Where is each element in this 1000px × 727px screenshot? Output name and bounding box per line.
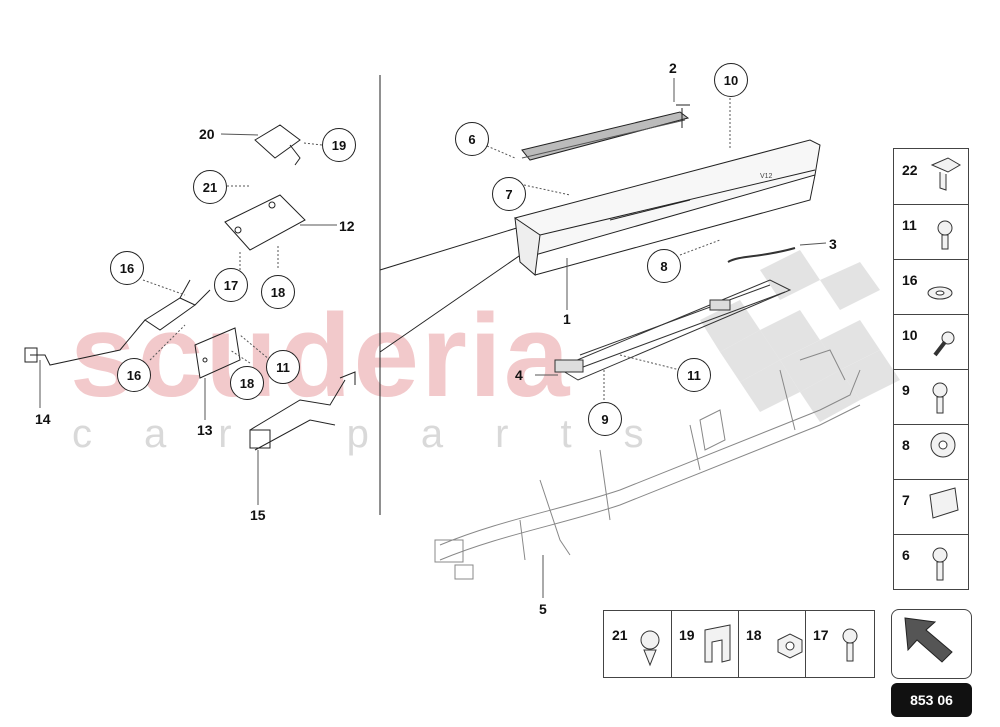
legend-side-number: 10 bbox=[902, 327, 918, 343]
callout-circle-18-bottom: 18 bbox=[230, 366, 264, 400]
callout-4: 4 bbox=[515, 367, 523, 383]
zoom-line-top bbox=[379, 226, 521, 271]
callout-14: 14 bbox=[35, 411, 51, 427]
leader-lines bbox=[39, 78, 827, 598]
part-20-module bbox=[254, 124, 301, 166]
legend-bottom-item[interactable]: 19 bbox=[671, 611, 739, 677]
part-2-strip bbox=[521, 104, 690, 161]
legend-bottom-number: 21 bbox=[612, 627, 628, 643]
part-13-bracket bbox=[194, 327, 241, 379]
part-3-badge bbox=[727, 247, 796, 263]
legend-side-panel: 22 11 16 10 9 8 7 6 bbox=[893, 148, 969, 590]
legend-bottom-panel: 21 19 18 17 bbox=[603, 610, 875, 678]
legend-side-item[interactable]: 22 bbox=[894, 149, 968, 205]
legend-side-item[interactable]: 7 bbox=[894, 479, 968, 535]
legend-bottom-number: 18 bbox=[746, 627, 762, 643]
checkered-flag-watermark bbox=[700, 250, 900, 422]
legend-side-number: 9 bbox=[902, 382, 910, 398]
part-12-plate bbox=[224, 194, 306, 251]
callout-circle-11-right: 11 bbox=[677, 358, 711, 392]
callout-3: 3 bbox=[829, 236, 837, 252]
legend-side-number: 6 bbox=[902, 547, 910, 563]
legend-bottom-item[interactable]: 21 bbox=[604, 611, 672, 677]
legend-bottom-number: 17 bbox=[813, 627, 829, 643]
watermark-subtitle: car parts bbox=[72, 412, 696, 456]
legend-side-icons bbox=[927, 157, 961, 581]
part-4-bracket bbox=[554, 279, 792, 381]
legend-side-item[interactable]: 11 bbox=[894, 204, 968, 260]
legend-side-number: 11 bbox=[902, 217, 917, 233]
legend-side-item[interactable]: 9 bbox=[894, 369, 968, 425]
legend-side-item[interactable]: 8 bbox=[894, 424, 968, 480]
legend-side-number: 16 bbox=[902, 272, 918, 288]
callout-circle-16-top: 16 bbox=[110, 251, 144, 285]
part-5-crossbeam bbox=[434, 349, 861, 580]
callout-circle-21: 21 bbox=[193, 170, 227, 204]
callout-circle-11-left: 11 bbox=[266, 350, 300, 384]
navigate-button[interactable] bbox=[891, 609, 972, 679]
legend-side-item[interactable]: 16 bbox=[894, 259, 968, 315]
legend-side-number: 22 bbox=[902, 162, 918, 178]
navigation-arrow-icon bbox=[904, 617, 953, 663]
watermark-brand: scuderia bbox=[70, 290, 572, 422]
diagram-code-badge: 853 06 bbox=[891, 683, 972, 717]
callout-5: 5 bbox=[539, 601, 547, 617]
legend-bottom-icons bbox=[640, 624, 858, 667]
callout-circle-8: 8 bbox=[647, 249, 681, 283]
legend-side-item[interactable]: 6 bbox=[894, 534, 968, 589]
legend-side-item[interactable]: 10 bbox=[894, 314, 968, 370]
callout-circle-9: 9 bbox=[588, 402, 622, 436]
legend-bottom-item[interactable]: 18 bbox=[738, 611, 806, 677]
part-1-glovebox-cover: V12 bbox=[514, 139, 821, 276]
callout-circle-17: 17 bbox=[214, 268, 248, 302]
callout-circle-10: 10 bbox=[714, 63, 748, 97]
svg-text:V12: V12 bbox=[760, 173, 773, 180]
callout-circle-16-bottom: 16 bbox=[117, 358, 151, 392]
legend-bottom-number: 19 bbox=[679, 627, 695, 643]
part-15-cable bbox=[249, 371, 356, 451]
callout-12: 12 bbox=[339, 218, 355, 234]
legend-side-number: 8 bbox=[902, 437, 910, 453]
callout-20: 20 bbox=[199, 126, 215, 142]
callout-2: 2 bbox=[669, 60, 677, 76]
callout-15: 15 bbox=[250, 507, 266, 523]
part-16-sensor bbox=[144, 279, 211, 331]
callout-1: 1 bbox=[563, 311, 571, 327]
callout-circle-18-top: 18 bbox=[261, 275, 295, 309]
callout-circle-7: 7 bbox=[492, 177, 526, 211]
legend-bottom-item[interactable]: 17 bbox=[805, 611, 872, 677]
callout-13: 13 bbox=[197, 422, 213, 438]
callout-circle-6: 6 bbox=[455, 122, 489, 156]
zoom-line-bottom bbox=[379, 244, 536, 353]
part-14-cable bbox=[24, 319, 146, 366]
callout-circle-19: 19 bbox=[322, 128, 356, 162]
legend-side-number: 7 bbox=[902, 492, 910, 508]
